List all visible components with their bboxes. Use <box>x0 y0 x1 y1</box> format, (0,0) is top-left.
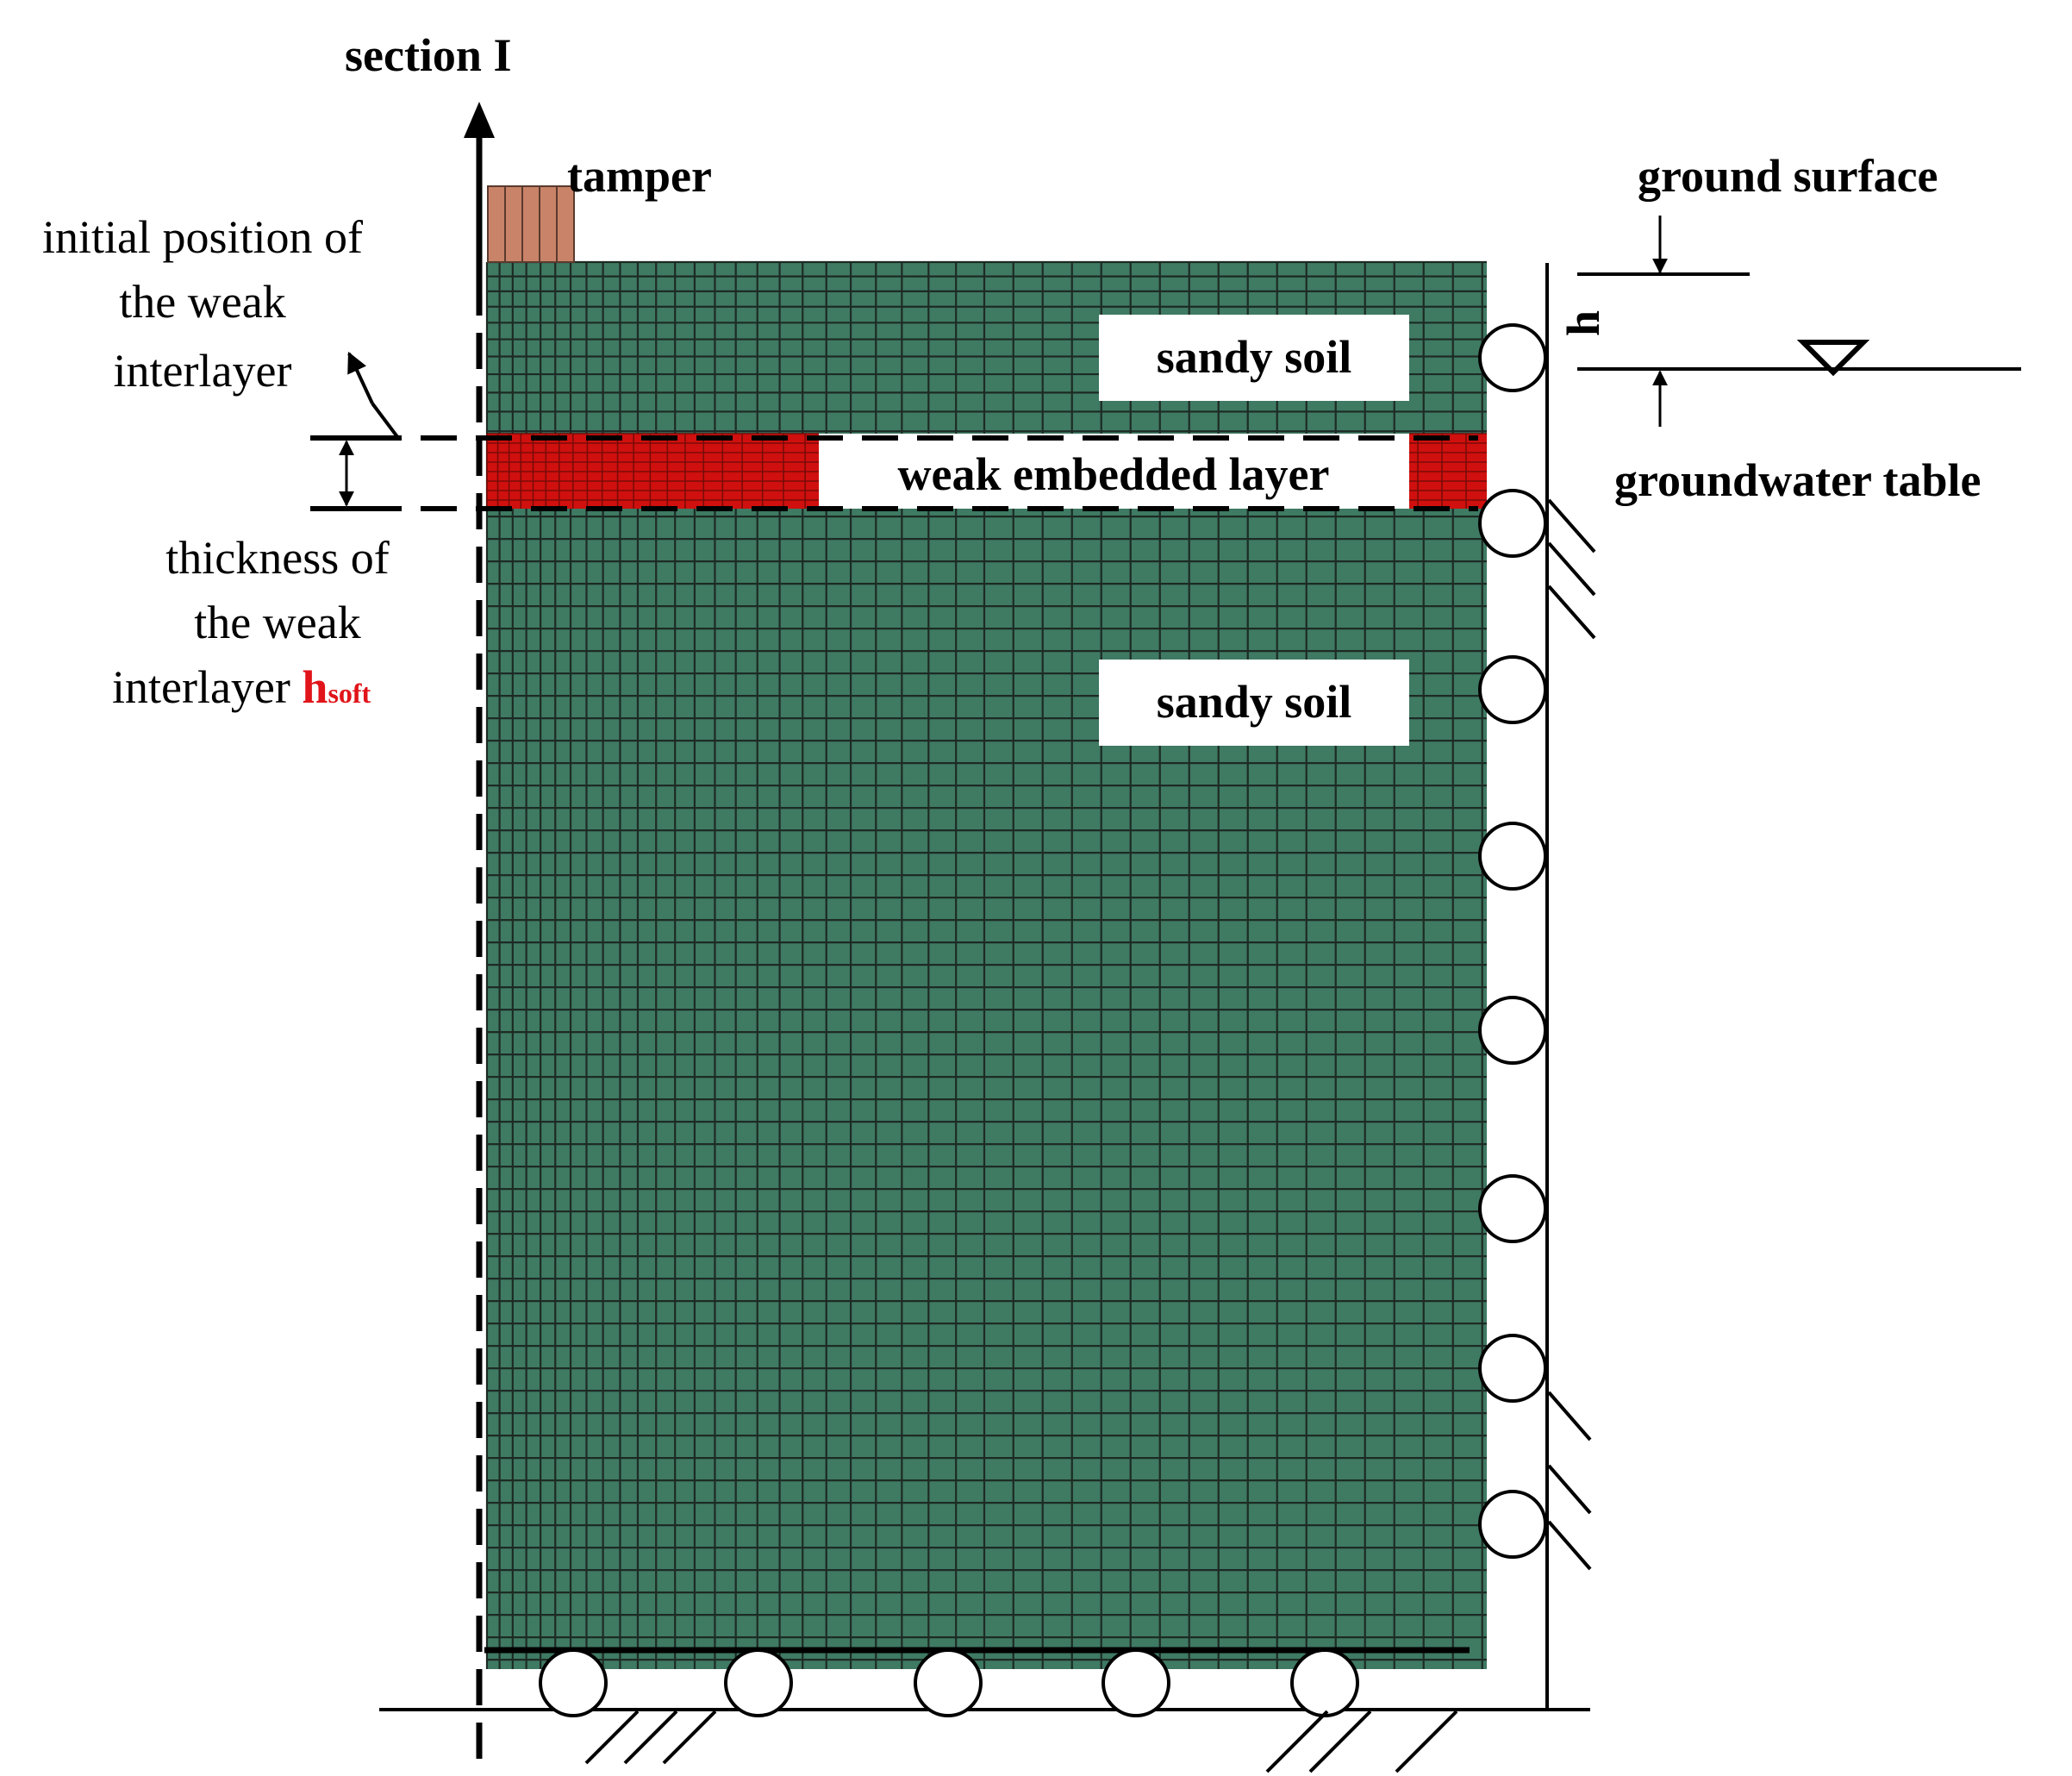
tamper-block <box>487 185 575 263</box>
bottom-roller <box>1102 1648 1170 1717</box>
sandy-soil-top-label: sandy soil <box>1157 331 1352 383</box>
thickness-line2: the weak <box>194 597 360 648</box>
side-roller <box>1478 489 1547 558</box>
h-label: h <box>1557 310 1609 336</box>
thickness-line1: thickness of <box>165 532 389 584</box>
bottom-roller <box>914 1648 983 1717</box>
section-label: section I <box>345 29 511 81</box>
sandy-soil-bottom-label: sandy soil <box>1157 676 1352 728</box>
weak-layer-grid <box>486 433 1487 509</box>
tamper-label: tamper <box>567 150 712 202</box>
weak-layer-label-box <box>819 434 1409 509</box>
side-rollers <box>1478 323 1547 1559</box>
right-hatch <box>1547 498 1596 1571</box>
thickness-line3-main: interlayer <box>112 661 302 713</box>
bottom-roller <box>539 1648 608 1717</box>
tamper-grid <box>504 186 558 262</box>
initial-position-leader <box>371 402 400 440</box>
initial-position-line1: initial position of <box>42 211 363 263</box>
side-roller <box>1478 996 1547 1065</box>
sandy-soil-top-box <box>1099 315 1409 401</box>
bottom-roller <box>724 1648 793 1717</box>
thickness-line3: interlayer hsoft <box>112 661 371 713</box>
h-soft-subscript: soft <box>328 678 371 709</box>
section-arrow-head <box>464 102 495 138</box>
initial-position-line2: the weak <box>119 276 285 328</box>
initial-position-arrow <box>347 351 374 404</box>
side-roller <box>1478 1334 1547 1403</box>
side-roller <box>1478 655 1547 724</box>
side-roller <box>1478 822 1547 891</box>
groundwater-table-label: groundwater table <box>1614 454 1982 506</box>
bottom-roller <box>1290 1648 1359 1717</box>
side-roller <box>1478 1174 1547 1243</box>
initial-position-line3: interlayer <box>114 345 292 397</box>
bottom-rollers <box>539 1648 1359 1717</box>
side-roller <box>1478 1490 1547 1559</box>
weak-layer-label: weak embedded layer <box>898 448 1330 500</box>
bottom-hatch <box>584 1710 1458 1773</box>
h-soft-symbol: h <box>302 661 328 713</box>
water-table-symbol <box>1796 340 1870 377</box>
side-roller <box>1478 323 1547 392</box>
ground-surface-label: ground surface <box>1638 150 1938 202</box>
sandy-soil-bottom-box <box>1099 660 1409 746</box>
